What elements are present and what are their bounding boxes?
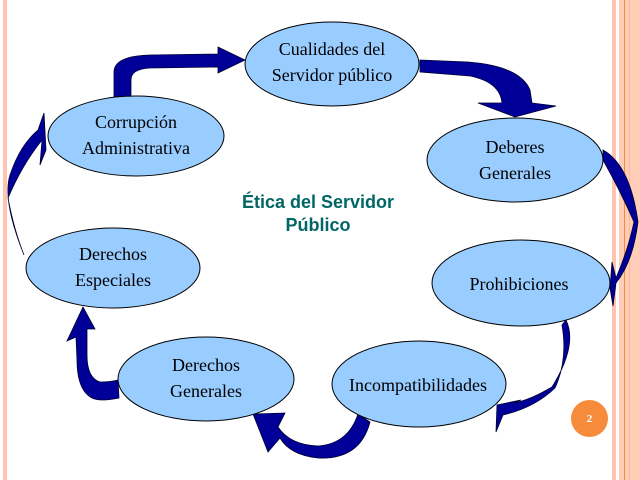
arrow-derechos-especiales-to-corrupcion	[7, 112, 47, 256]
node-derechos-especiales	[25, 227, 201, 309]
slide-border-right-line	[624, 0, 625, 480]
node-deberes	[426, 117, 604, 203]
node-text-line1: Prohibiciones	[469, 274, 569, 294]
slide-border-right-thin	[612, 0, 616, 480]
diagram-title-line1: Ética del Servidor	[241, 192, 395, 212]
node-text-line2: Servidor público	[271, 65, 393, 85]
node-label-deberes: Deberes Generales	[479, 134, 551, 186]
node-label-derechos-generales: Derechos Generales	[170, 352, 242, 404]
node-incompatibilidades	[331, 340, 507, 428]
node-text-line2: Especiales	[75, 270, 151, 290]
arrow-prohibiciones-to-incompatibilidades	[495, 319, 571, 433]
node-text-line1: Deberes	[485, 137, 545, 157]
arrow-incompatibilidades-to-derechos-generales	[252, 412, 371, 459]
node-text-line1: Corrupción	[95, 112, 177, 132]
node-prohibiciones	[431, 239, 611, 327]
node-text-line1: Derechos	[172, 355, 240, 375]
node-label-cualidades: Cualidades del Servidor público	[272, 36, 392, 88]
arrow-derechos-generales-to-especiales	[66, 306, 120, 401]
diagram-title-line2: Público	[285, 215, 351, 235]
node-label-derechos-especiales: Derechos Especiales	[75, 241, 151, 293]
page-number: 2	[586, 412, 593, 425]
arrow-corrupcion-to-cualidades	[113, 46, 246, 99]
node-derechos-generales	[117, 336, 295, 422]
arrow-deberes-to-prohibiciones	[602, 149, 639, 307]
node-label-prohibiciones: Prohibiciones	[470, 271, 569, 297]
diagram-title: Ética del Servidor Público	[242, 191, 394, 237]
node-text-line2: Administrativa	[82, 138, 190, 158]
node-text-line1: Derechos	[79, 244, 147, 264]
node-label-incompatibilidades: Incompatibilidades	[349, 372, 487, 398]
slide-border-left	[3, 0, 7, 480]
node-text-line2: Generales	[170, 381, 242, 401]
node-cualidades	[244, 21, 420, 107]
node-text-line2: Generales	[479, 163, 551, 183]
node-corrupcion	[47, 95, 225, 177]
arrow-cualidades-to-deberes	[419, 59, 557, 118]
node-text-line1: Incompatibilidades	[349, 375, 487, 395]
node-label-corrupcion: Corrupción Administrativa	[82, 109, 190, 161]
page-number-badge: 2	[571, 400, 608, 437]
node-text-line1: Cualidades del	[278, 39, 386, 59]
